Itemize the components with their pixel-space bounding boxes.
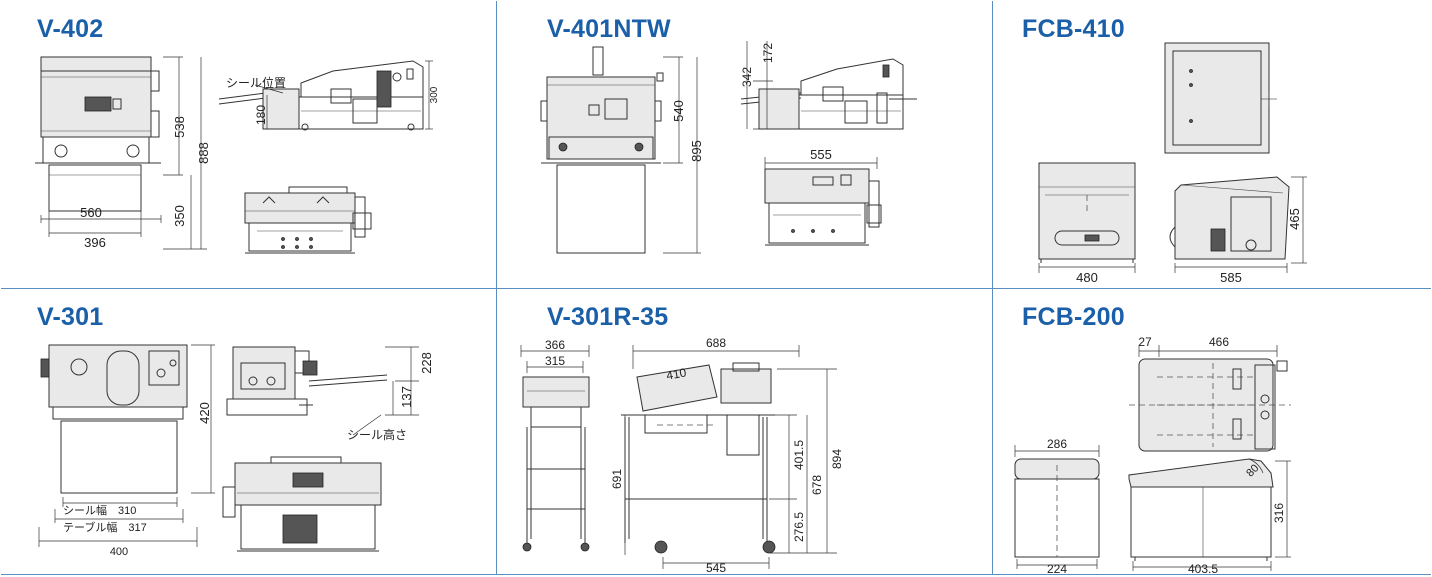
dim-545: 545 bbox=[706, 561, 726, 574]
panel-v401ntw: V-401NTW 540 bbox=[497, 1, 992, 288]
v301-side-view bbox=[226, 346, 419, 436]
dim-396: 396 bbox=[84, 235, 106, 250]
fcb410-top-view bbox=[1164, 42, 1277, 154]
v401ntw-drawing: 540 895 342 172 bbox=[540, 41, 917, 254]
v301-front-view bbox=[38, 344, 215, 547]
dim-27: 27 bbox=[1138, 335, 1152, 349]
v401ntw-side-view bbox=[740, 41, 917, 130]
dim-350: 350 bbox=[172, 205, 187, 227]
dim-560: 560 bbox=[80, 205, 102, 220]
dim-224: 224 bbox=[1047, 562, 1067, 574]
panel-v402: V-402 bbox=[1, 1, 496, 288]
dim-172: 172 bbox=[761, 43, 775, 63]
fcb410-front-view bbox=[1038, 162, 1136, 273]
v301-top-view bbox=[222, 456, 382, 552]
v301-drawing: シール幅 310 テーブル幅 317 400 420 bbox=[38, 344, 434, 558]
dim-480: 480 bbox=[1076, 270, 1098, 285]
dim-555: 555 bbox=[810, 147, 832, 162]
dim-137: 137 bbox=[399, 386, 414, 408]
panel-title: V-401NTW bbox=[547, 15, 671, 43]
label-table-width: テーブル幅 317 bbox=[63, 520, 147, 534]
panel-title: V-301R-35 bbox=[547, 303, 669, 331]
v401ntw-top-view bbox=[764, 157, 882, 246]
panel-fcb200: FCB-200 27 466 bbox=[993, 289, 1431, 574]
panel-fcb410: FCB-410 480 bbox=[993, 1, 1431, 288]
dim-410: 410 bbox=[665, 365, 687, 382]
dim-300: 300 bbox=[429, 86, 440, 103]
dim-286: 286 bbox=[1047, 437, 1067, 451]
v401ntw-front-view bbox=[540, 46, 701, 254]
dim-678: 678 bbox=[810, 475, 824, 495]
panel-title: V-402 bbox=[37, 15, 104, 43]
v402-drawing: 560 396 538 888 350 bbox=[35, 56, 440, 254]
dim-180: 180 bbox=[254, 105, 268, 125]
v301r35-side-view bbox=[621, 345, 837, 569]
dim-400: 400 bbox=[110, 546, 128, 558]
dim-342: 342 bbox=[740, 67, 754, 87]
dim-688: 688 bbox=[706, 336, 726, 350]
v301r35-drawing: 366 315 bbox=[520, 336, 844, 574]
dim-403-5: 403.5 bbox=[1188, 562, 1218, 574]
dim-894: 894 bbox=[830, 449, 844, 469]
dim-228: 228 bbox=[419, 352, 434, 374]
panel-title: V-301 bbox=[37, 303, 104, 331]
dim-466: 466 bbox=[1209, 335, 1229, 349]
dim-895: 895 bbox=[689, 140, 704, 162]
fcb200-drawing: 27 466 286 224 bbox=[1014, 335, 1291, 574]
dim-540: 540 bbox=[671, 100, 686, 122]
dim-691: 691 bbox=[610, 469, 624, 489]
dim-888: 888 bbox=[196, 142, 211, 164]
fcb200-side-view bbox=[1128, 458, 1291, 571]
dim-585: 585 bbox=[1220, 270, 1242, 285]
dim-401-5: 401.5 bbox=[792, 440, 806, 470]
v402-front-view bbox=[35, 56, 207, 250]
fcb410-drawing: 480 585 465 bbox=[1038, 42, 1307, 285]
panel-title: FCB-410 bbox=[1022, 15, 1125, 43]
panel-v301: V-301 bbox=[1, 289, 496, 574]
dim-420: 420 bbox=[197, 402, 212, 424]
dim-366: 366 bbox=[545, 338, 565, 352]
fcb200-top-view bbox=[1129, 345, 1291, 452]
label-seal-position: シール位置 bbox=[226, 75, 286, 90]
v402-top-view bbox=[244, 186, 372, 254]
dim-538: 538 bbox=[172, 116, 187, 138]
fcb200-front-view bbox=[1014, 445, 1100, 569]
dim-465: 465 bbox=[1287, 208, 1302, 230]
dim-316: 316 bbox=[1272, 503, 1286, 523]
label-seal-height: シール高さ bbox=[347, 427, 407, 442]
v402-side-view bbox=[218, 60, 433, 131]
dim-276-5: 276.5 bbox=[792, 512, 806, 542]
panel-title: FCB-200 bbox=[1022, 303, 1125, 331]
fcb410-side-view bbox=[1169, 176, 1307, 273]
label-seal-width: シール幅 310 bbox=[63, 504, 136, 517]
v301r35-front-view bbox=[520, 345, 590, 552]
dim-315: 315 bbox=[545, 354, 565, 368]
panel-v301r35: V-301R-35 366 31 bbox=[497, 289, 992, 574]
